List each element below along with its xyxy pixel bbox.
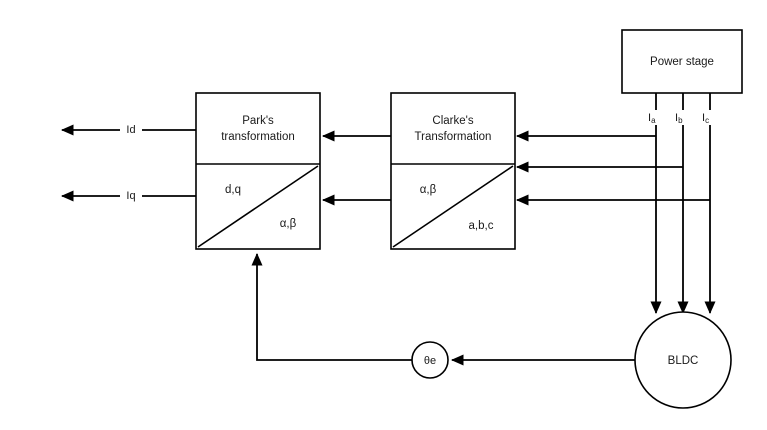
power-stage-label: Power stage bbox=[650, 56, 714, 68]
power-stage-block[interactable]: Power stage bbox=[621, 29, 743, 94]
phase-b-label: Ib bbox=[675, 112, 683, 125]
clarkes-block-title-line1: Clarke's bbox=[432, 115, 473, 127]
phase-a-symbol: I bbox=[648, 112, 651, 124]
clarkes-block-input-domain: a,b,c bbox=[469, 220, 494, 232]
clarkes-block-title-line2: Transformation bbox=[415, 131, 492, 143]
clarkes-transformation-block[interactable]: Clarke's Transformation α,β a,b,c bbox=[390, 92, 516, 250]
electrical-angle-node[interactable]: θe bbox=[411, 341, 449, 379]
phase-current-bus bbox=[650, 93, 716, 315]
id-label-knockout bbox=[120, 122, 142, 138]
parks-transformation-block[interactable]: Park's transformation d,q α,β bbox=[195, 92, 321, 250]
clarkes-block-output-domain: α,β bbox=[420, 184, 437, 196]
phase-a-label: Ia bbox=[648, 112, 656, 125]
phase-a-label-group: Ia bbox=[646, 110, 665, 125]
parks-block-outline bbox=[195, 92, 321, 250]
phase-c-symbol: I bbox=[702, 112, 705, 124]
theta-label: θe bbox=[424, 355, 436, 367]
phase-b-subscript: b bbox=[678, 116, 683, 125]
output-id-label: Id bbox=[126, 124, 135, 136]
parks-block-input-domain: α,β bbox=[280, 218, 297, 230]
phase-b-symbol: I bbox=[675, 112, 678, 124]
theta-circle bbox=[411, 341, 449, 379]
theta-to-parks-feedback-wire bbox=[251, 252, 412, 361]
phase-c-label-knockout bbox=[700, 110, 719, 125]
power-stage-outline bbox=[621, 29, 743, 94]
parks-block-output-domain: d,q bbox=[225, 184, 241, 196]
iq-label-knockout bbox=[120, 188, 142, 204]
bldc-circle bbox=[634, 311, 732, 409]
output-iq-label-group: Iq bbox=[120, 188, 142, 204]
output-id-label-group: Id bbox=[120, 122, 142, 138]
clarkes-block-outline bbox=[390, 92, 516, 250]
clarkes-block-diagonal bbox=[392, 165, 514, 248]
parks-block-diagonal bbox=[197, 165, 319, 248]
phase-b-label-group: Ib bbox=[673, 110, 692, 125]
bldc-motor-node[interactable]: BLDC bbox=[634, 311, 732, 409]
phase-a-subscript: a bbox=[651, 116, 656, 125]
parks-block-title-line1: Park's bbox=[242, 115, 274, 127]
phase-a-label-knockout bbox=[646, 110, 665, 125]
parks-block-title-line2: transformation bbox=[221, 131, 295, 143]
bldc-label: BLDC bbox=[668, 355, 699, 367]
phase-c-label-group: Ic bbox=[700, 110, 719, 125]
phase-c-subscript: c bbox=[705, 116, 709, 125]
phase-c-label: Ic bbox=[702, 112, 709, 125]
output-iq-label: Iq bbox=[126, 190, 135, 202]
phase-b-label-knockout bbox=[673, 110, 692, 125]
